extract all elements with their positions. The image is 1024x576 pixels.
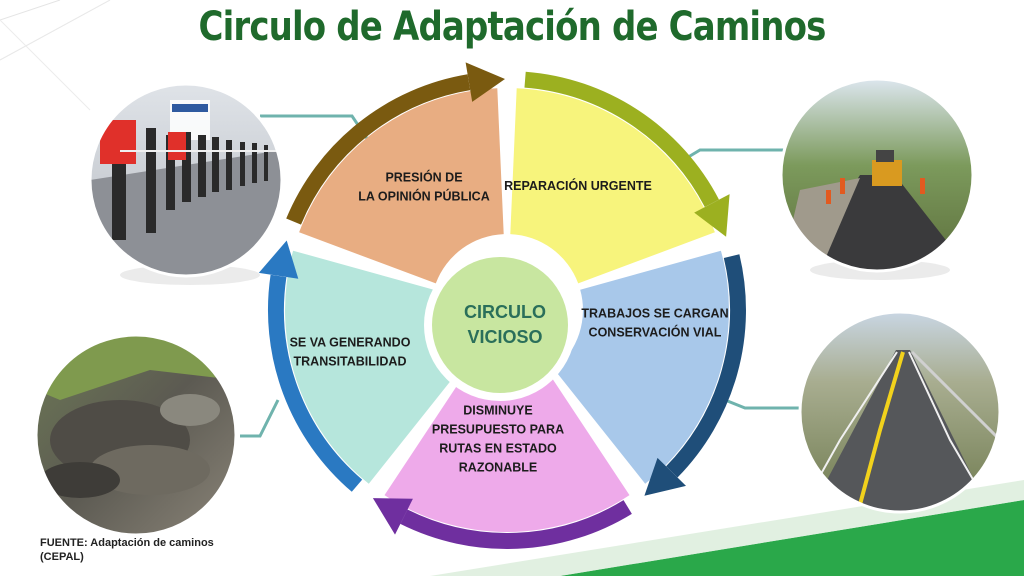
arrow-band-3 [400,500,632,549]
arrow-head-4 [258,240,299,279]
segment-1-label-line: PRESIÓN DE [385,170,462,185]
segment-4-label-line: RAZONABLE [459,461,537,475]
segment-1 [510,88,715,284]
arrow-head-3 [372,498,413,535]
source-line1: FUENTE: Adaptación de caminos [40,537,214,549]
connector-line [724,398,810,410]
segment-3 [384,373,630,532]
center-label-line2: VICIOSO [467,327,542,347]
arrow-band-5 [286,74,471,225]
segment-5-label-line: TRANSITABILIDAD [294,355,407,369]
segment-4-label-line: RUTAS EN ESTADO [439,442,557,456]
cycle-arrows [258,62,746,549]
segment-4-label-line: DISMINUYE [463,404,532,418]
arrow-head-5 [465,62,505,102]
cycle-segments [285,88,729,532]
photo-protest [88,82,284,278]
photo-new-road [798,310,1002,514]
segment-3-label-line: CONSERVACIÓN VIAL [589,325,722,340]
arrow-band-4 [267,274,363,492]
connector-line [240,399,280,438]
center-label-line1: CIRCULO [464,302,546,322]
arrow-band-2 [666,254,746,478]
segment-4-label-line: PRESUPUESTO PARA [432,423,564,437]
segment-5-label-line: SE VA GENERANDO [290,336,411,350]
segment-2 [554,250,729,484]
source-note: FUENTE: Adaptación de caminos (CEPAL) [40,536,240,564]
center-circle: CIRCULO VICIOSO [424,249,576,401]
arrow-head-2 [644,457,686,496]
source-line2: (CEPAL) [40,551,84,563]
arrow-band-1 [524,71,719,207]
photo-damaged-road [34,333,238,537]
segment-4 [285,250,460,484]
segment-labels: PRESIÓN DE LA OPINIÓN PÚBLICA REPARACIÓN U… [290,170,729,475]
segment-5 [299,88,504,284]
page-title: Circulo de Adaptación de Caminos [198,4,827,50]
segment-2-label-line: REPARACIÓN URGENTE [504,178,652,193]
arrow-head-1 [694,194,730,237]
segment-3-label-line: TRABAJOS SE CARGAN [581,307,728,321]
photo-road-paving [779,77,975,273]
segment-1-label-line: LA OPINIÓN PÚBLICA [358,189,489,204]
